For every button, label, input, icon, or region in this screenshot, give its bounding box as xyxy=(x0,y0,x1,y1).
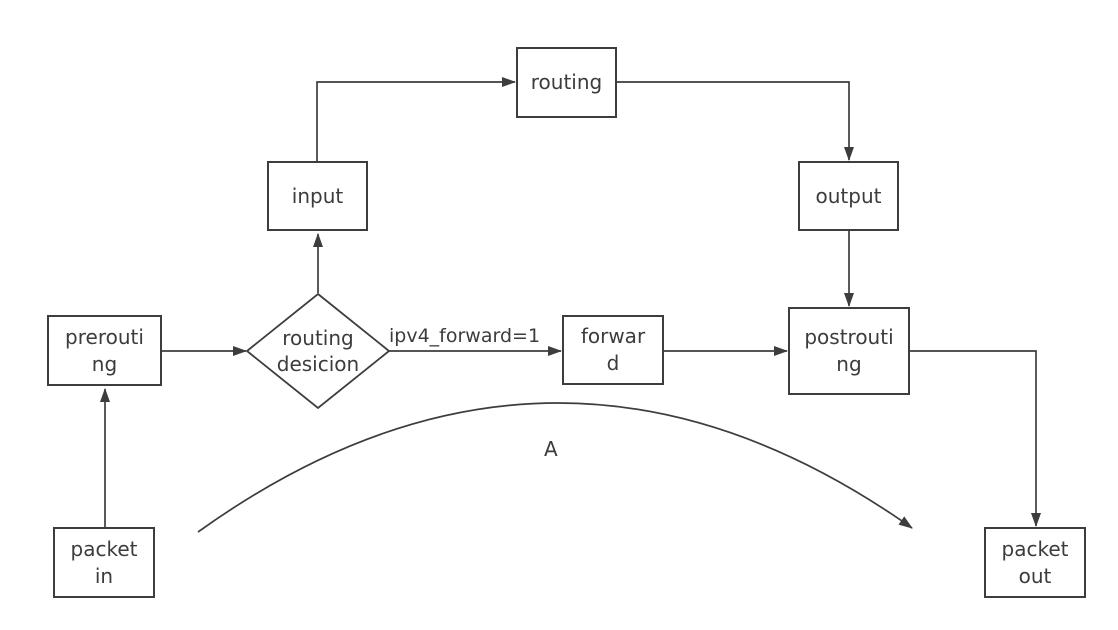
node-label: output xyxy=(815,183,882,208)
node-packet-in: packet in xyxy=(53,527,155,598)
node-input: input xyxy=(267,161,368,231)
arc-label-a: A xyxy=(544,437,558,461)
node-label: routing desicion xyxy=(276,326,360,376)
node-label: forwar d xyxy=(580,324,646,375)
arrow-postrouting-to-packet-out xyxy=(910,350,1041,527)
arrow-input-to-routing xyxy=(316,77,516,161)
node-label: prerouti ng xyxy=(65,324,144,376)
decision-diamond-shape xyxy=(245,292,391,410)
node-label: routing xyxy=(530,70,603,94)
node-label: packet out xyxy=(1001,536,1069,588)
node-forward: forwar d xyxy=(562,315,664,385)
arrow-routing-to-output xyxy=(617,81,854,161)
arrow-arc-a xyxy=(197,402,913,533)
node-routing: routing xyxy=(516,47,617,118)
node-packet-out: packet out xyxy=(984,527,1086,598)
node-prerouting: prerouti ng xyxy=(47,315,162,386)
node-output: output xyxy=(798,161,899,231)
node-routing-decision: routing desicion xyxy=(250,312,386,390)
edge-label-ipv4-forward: ipv4_forward=1 xyxy=(389,325,541,347)
node-label: postrouti ng xyxy=(804,325,894,376)
node-postrouting: postrouti ng xyxy=(788,307,910,395)
node-label: packet in xyxy=(70,536,138,588)
node-label: input xyxy=(291,183,344,208)
